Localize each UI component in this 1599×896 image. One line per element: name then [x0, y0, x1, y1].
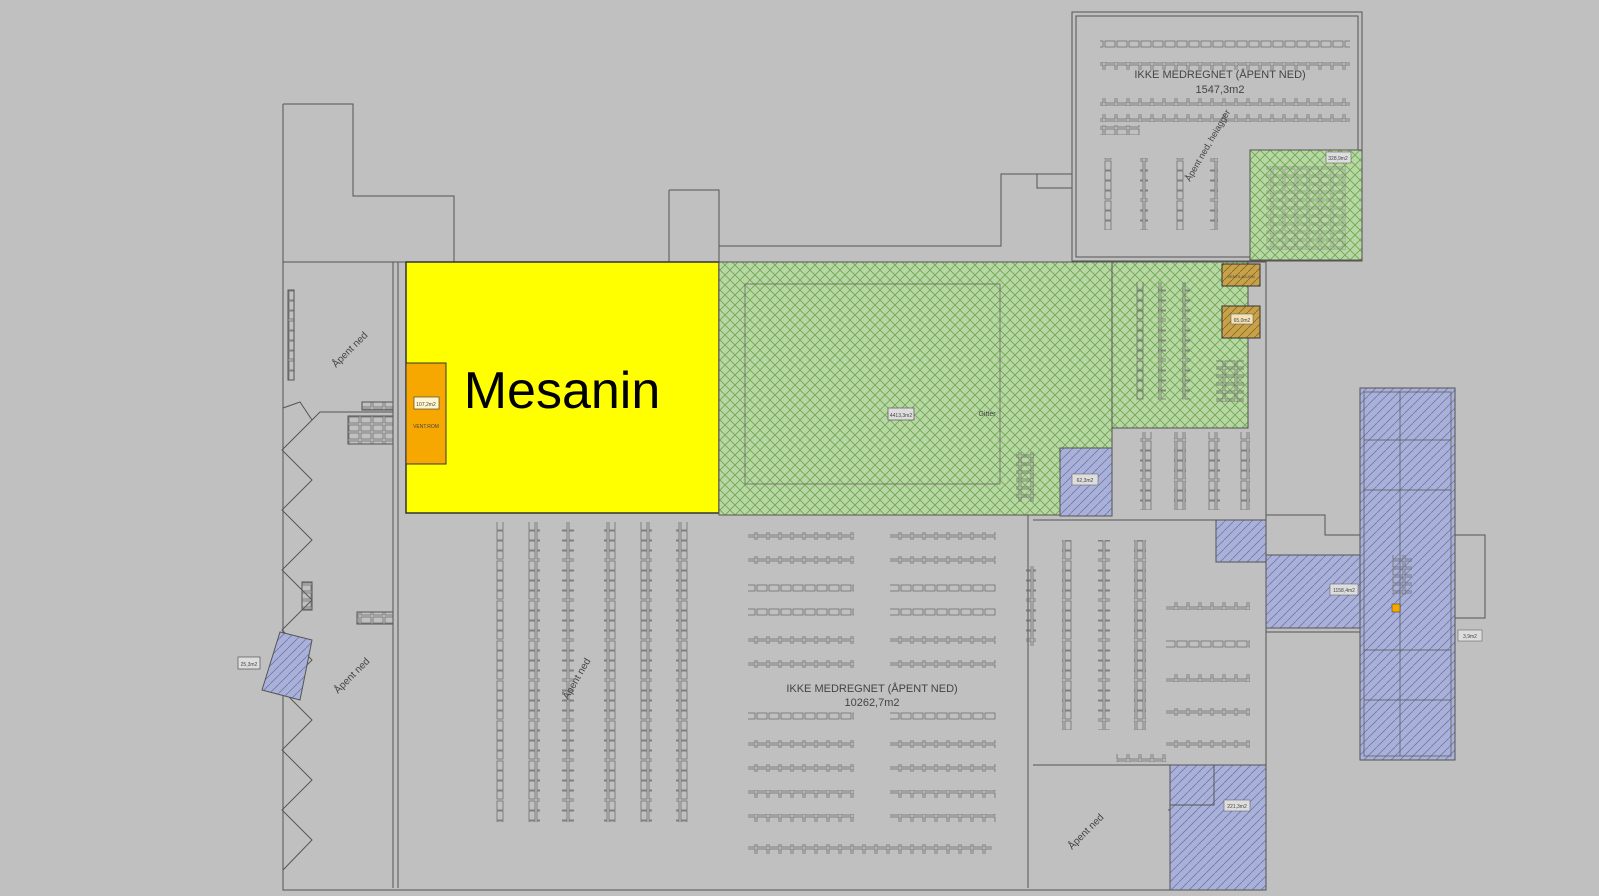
west-labels: Åpent ned Åpent ned	[329, 329, 372, 696]
vent-room-label: VENT.ROM	[413, 424, 439, 430]
apent-ned-label-east: Åpent ned	[1065, 811, 1106, 852]
mesanin-label: Mesanin	[464, 362, 661, 420]
tan-room-label: VENTILASJON	[1227, 274, 1254, 279]
top-area-value: 1547,3m2	[1196, 84, 1245, 96]
blue-room-south-area: 221,3m2	[1227, 804, 1247, 810]
vent-room: 107,2m2 VENT.ROM	[405, 362, 447, 465]
top-area-title: IKKE MEDREGNET (ÅPENT NED)	[1134, 68, 1305, 81]
blue-room-mid: 62,3m2	[1059, 447, 1113, 517]
apent-ned-label-west-bottom: Åpent ned	[331, 655, 372, 696]
blue-room-south: 221,3m2	[1169, 764, 1267, 891]
main-area-value: 10262,7m2	[844, 697, 899, 709]
mesanin-area: Mesanin	[405, 261, 720, 514]
green-area-centre: 4413,3m2 Gitter	[718, 261, 1266, 516]
main-area-title: IKKE MEDREGNET (ÅPENT NED)	[786, 682, 957, 695]
blue-office-wing: 1158,4m2 3,9m2	[1215, 387, 1483, 761]
green-top-area: 328,9m2	[1328, 156, 1348, 162]
blue-room-west: 25,3m2	[237, 631, 313, 701]
green-centre-area: 4413,3m2	[890, 413, 912, 419]
west-loading-dock	[281, 262, 394, 871]
tan-rooms: VENTILASJON 65,0m2	[1221, 263, 1261, 339]
blue-far-east-area: 3,9m2	[1463, 634, 1477, 640]
apent-ned-label-west-top: Åpent ned	[329, 329, 370, 370]
blue-room-west-area: 25,3m2	[241, 662, 258, 668]
gitter-label: Gitter	[978, 411, 996, 418]
blue-room-mid-area: 62,3m2	[1077, 478, 1094, 484]
blue-office-wing-area: 1158,4m2	[1333, 588, 1355, 594]
tan-room-area: 65,0m2	[1234, 318, 1251, 324]
racks-centre: IKKE MEDREGNET (ÅPENT NED) 10262,7m2	[748, 532, 996, 854]
racks-west: Åpent ned	[496, 522, 688, 822]
top-right-area: IKKE MEDREGNET (ÅPENT NED) 1547,3m2 Åpen…	[1100, 40, 1363, 261]
vent-room-area: 107,2m2	[416, 402, 436, 408]
